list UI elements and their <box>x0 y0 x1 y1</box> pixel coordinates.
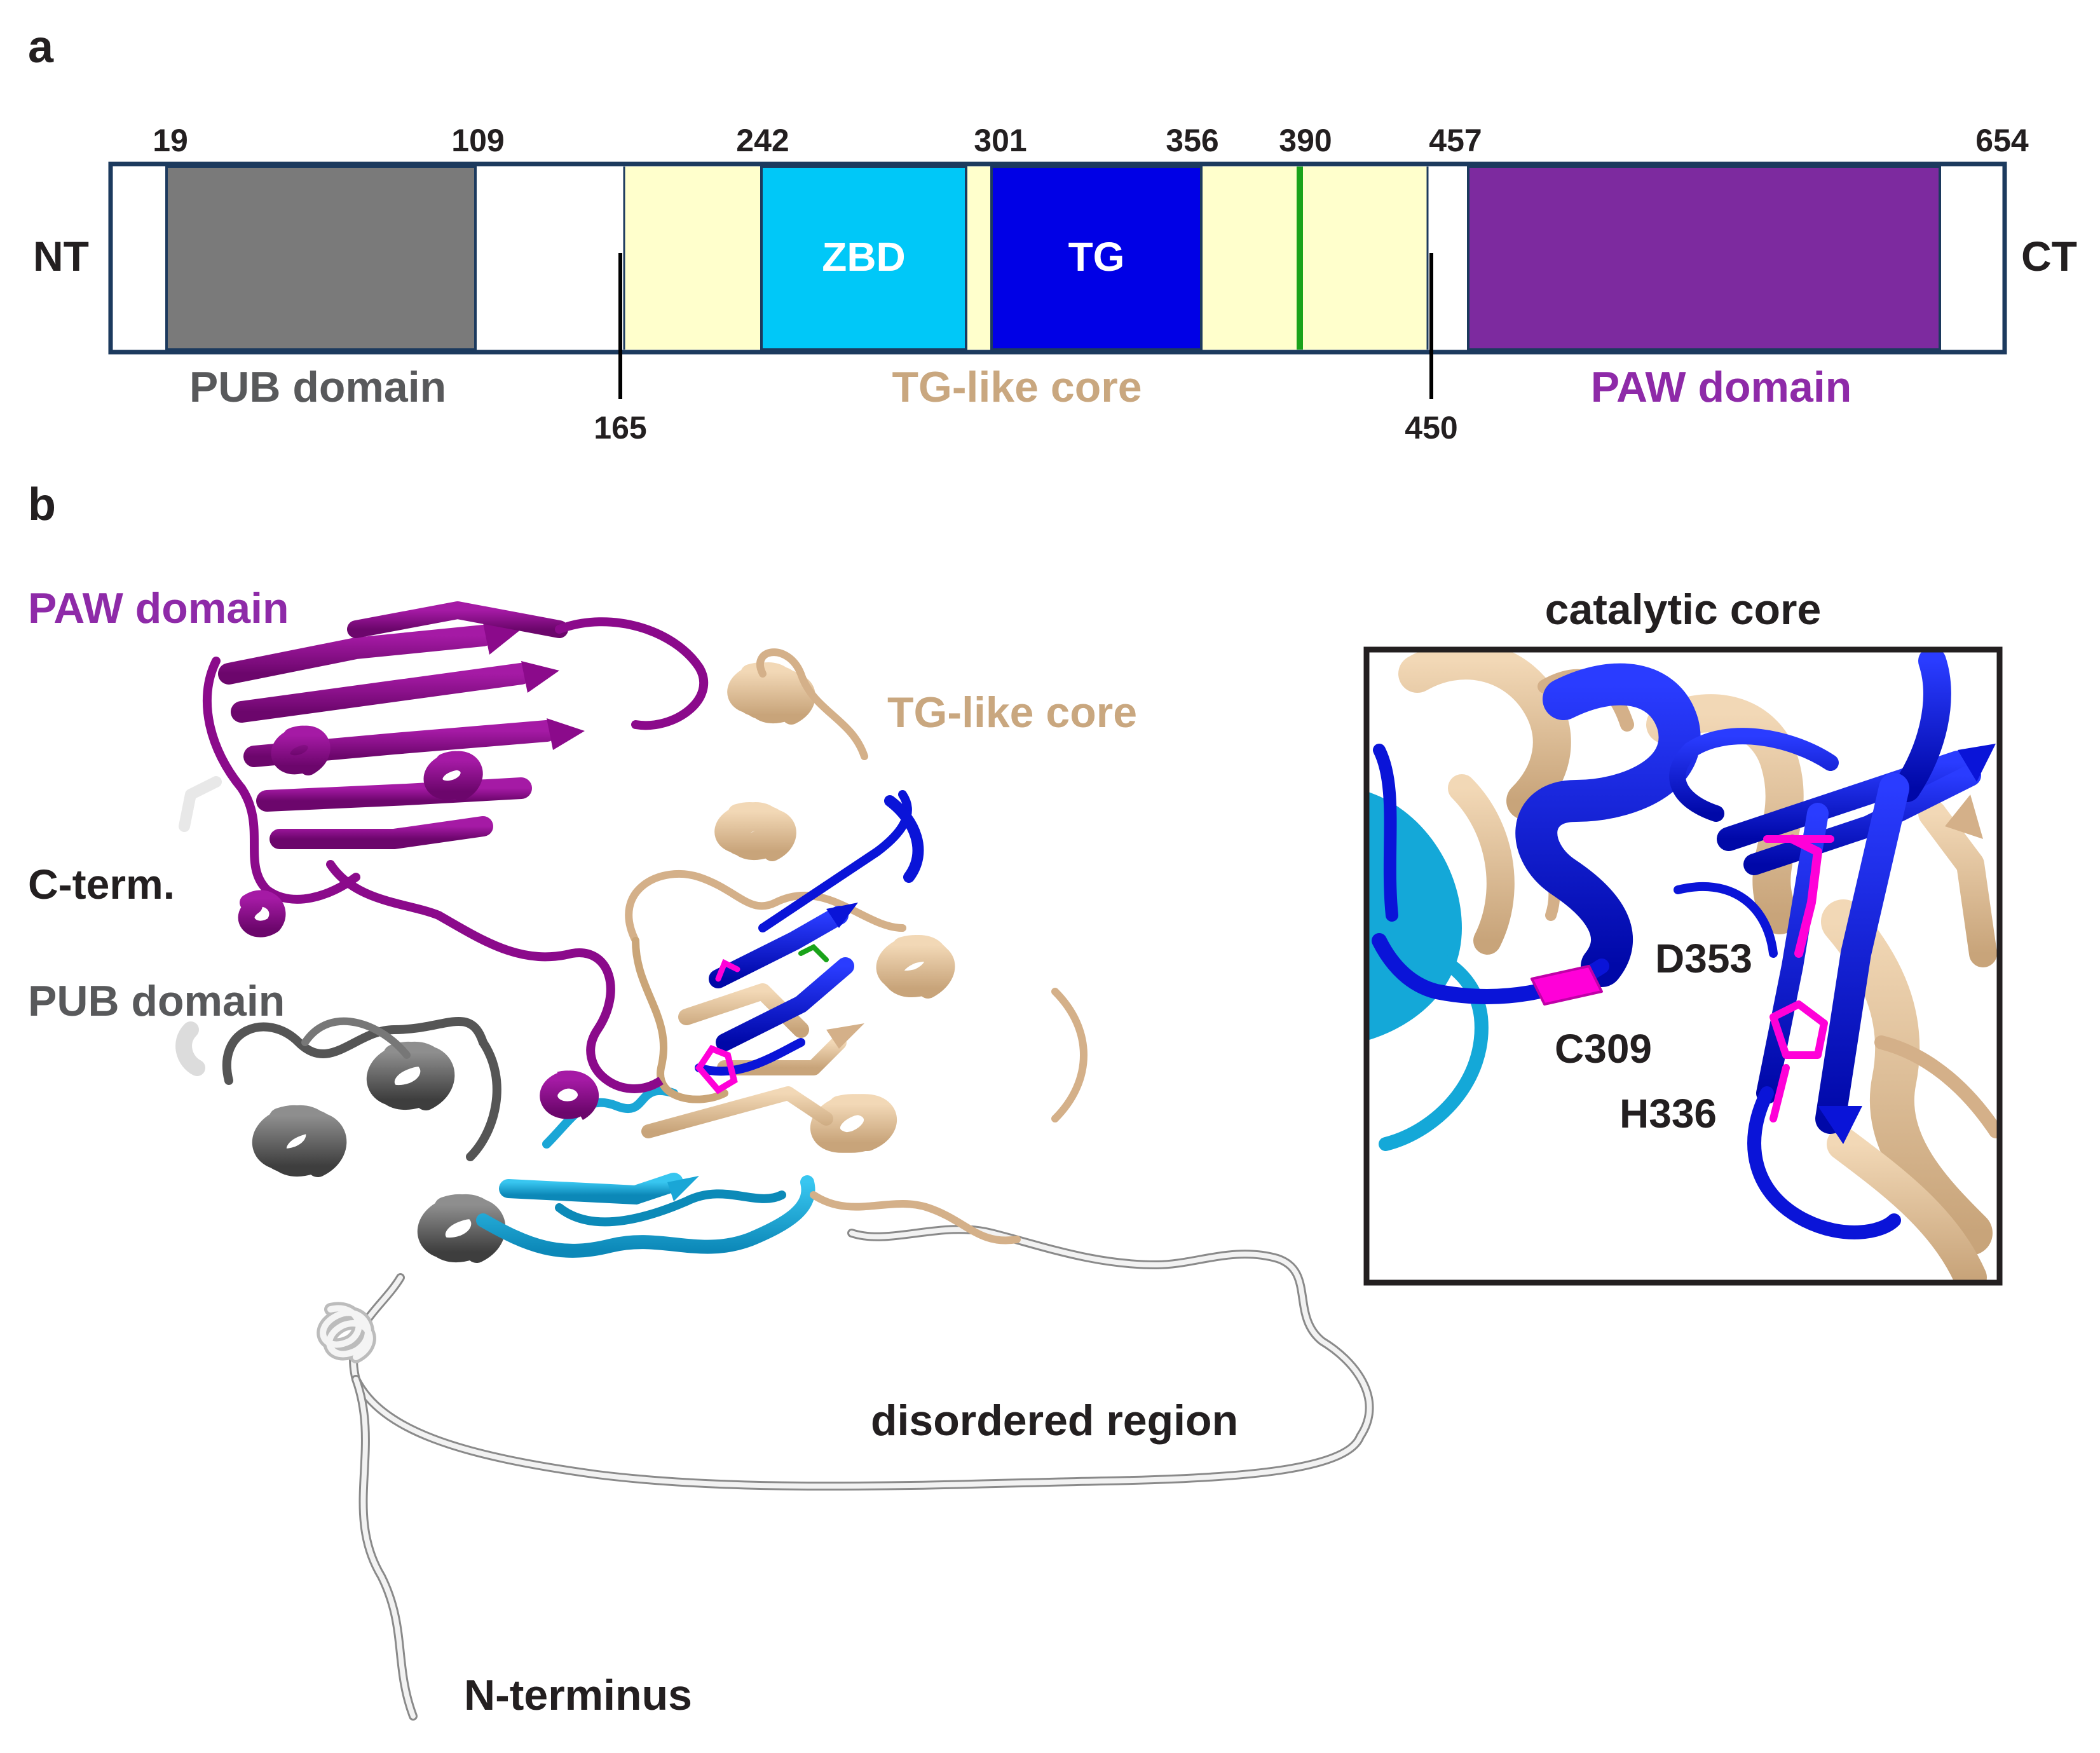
paw-domain-structure <box>179 601 708 938</box>
c309-label: C309 <box>1555 1026 1652 1072</box>
ct-label: CT <box>2021 233 2077 280</box>
tg-structure <box>695 790 924 1076</box>
inset-c309-residue <box>1531 965 1603 1006</box>
position-390: 390 <box>1279 123 1332 158</box>
inset-frame <box>1363 646 2003 1286</box>
tg-like-core-structure-label: TG-like core <box>887 688 1137 737</box>
disordered-region-label: disordered region <box>871 1396 1238 1445</box>
position-301: 301 <box>974 123 1026 158</box>
zbd-label: ZBD <box>822 234 906 280</box>
paw-domain-structure-label: PAW domain <box>28 584 289 632</box>
c-term-label: C-term. <box>28 861 175 908</box>
tg-segment <box>990 165 1203 351</box>
position-109: 109 <box>451 123 504 158</box>
h336-label: H336 <box>1619 1091 1717 1136</box>
position-242: 242 <box>736 123 789 158</box>
nt-label: NT <box>33 233 89 280</box>
pub-domain-structure <box>222 1017 506 1263</box>
n-terminus-label: N-terminus <box>464 1671 692 1719</box>
domain-bar-outline <box>108 161 2007 355</box>
paw-linker <box>436 911 664 1093</box>
paw-segment <box>1467 165 1941 351</box>
panel-a: a 19 109 242 301 356 390 457 654 NT CT Z… <box>28 22 2077 446</box>
tg-like-core-structure <box>625 648 1088 1245</box>
disordered-region-tube <box>175 1021 1374 1721</box>
panel-b: b <box>28 479 2003 1721</box>
position-457: 457 <box>1429 123 1482 158</box>
pub-domain-label: PUB domain <box>189 363 446 411</box>
catalytic-core-inset <box>1363 646 2003 1286</box>
position-19: 19 <box>153 123 188 158</box>
position-654: 654 <box>1975 123 2029 158</box>
panel-a-label: a <box>28 22 54 72</box>
catalytic-residues-structure <box>695 944 829 1095</box>
inset-h336-residue <box>1769 1000 1828 1059</box>
pub-domain-structure-label: PUB domain <box>28 977 285 1025</box>
zbd-segment <box>760 165 967 351</box>
position-165: 165 <box>594 410 646 446</box>
catalytic-core-title: catalytic core <box>1545 585 1822 634</box>
protein-structure <box>175 601 1374 1721</box>
paw-linker-helix <box>540 1070 599 1121</box>
inset-d353-residue <box>1788 835 1822 958</box>
pub-segment <box>165 165 477 351</box>
d353-label: D353 <box>1655 936 1752 981</box>
paw-domain-label: PAW domain <box>1591 363 1852 411</box>
position-450: 450 <box>1405 410 1457 446</box>
tg-label: TG <box>1068 234 1125 280</box>
tg-core-domain-label: TG-like core <box>892 363 1142 411</box>
panel-b-label: b <box>28 479 56 530</box>
marker-390 <box>1297 167 1303 350</box>
zbd-structure <box>476 1086 815 1258</box>
position-356: 356 <box>1166 123 1218 158</box>
